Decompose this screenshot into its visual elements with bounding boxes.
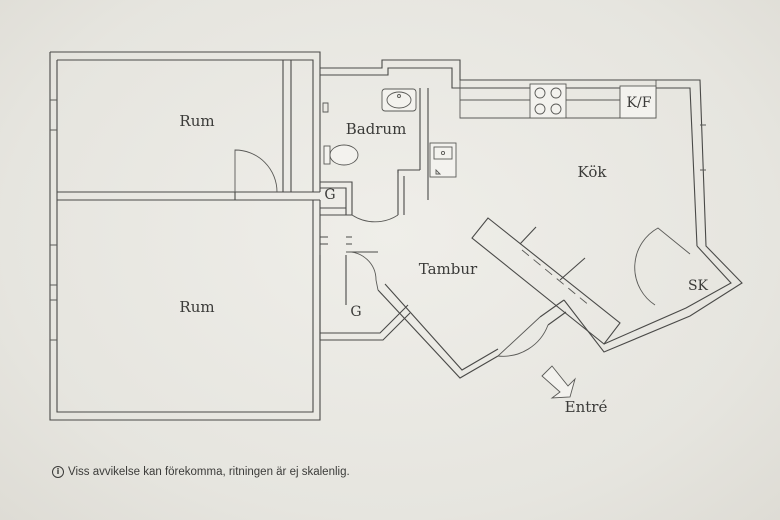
fixture-label-skap: SK <box>688 278 709 294</box>
room-label-garderob-2: G <box>350 304 361 320</box>
room-label-garderob-1: G <box>324 187 335 203</box>
disclaimer-text: Viss avvikelse kan förekomma, ritningen … <box>68 466 350 478</box>
room-label-tambur: Tambur <box>419 260 478 278</box>
stove-icon <box>529 83 567 119</box>
toilet-icon <box>323 145 331 165</box>
fixtures <box>322 83 657 399</box>
entrance-arrow-icon <box>541 365 576 399</box>
room-label-kok: Kök <box>578 163 608 181</box>
room-label-rum-bottom: Rum <box>179 298 214 316</box>
room-label-badrum: Badrum <box>346 120 407 138</box>
fridge-freezer-icon <box>619 85 657 119</box>
doors <box>234 149 691 357</box>
disclaimer-note: i Viss avvikelse kan förekomma, ritninge… <box>52 466 350 478</box>
fixture-label-kyl-frys: K/F <box>627 95 652 111</box>
info-icon: i <box>52 466 64 478</box>
room-labels: Rum Rum Badrum Kök Tambur G G K/F SK Ent… <box>179 95 708 416</box>
entrance-label: Entré <box>565 398 608 416</box>
room-label-rum-top: Rum <box>179 112 214 130</box>
walls <box>49 51 743 421</box>
